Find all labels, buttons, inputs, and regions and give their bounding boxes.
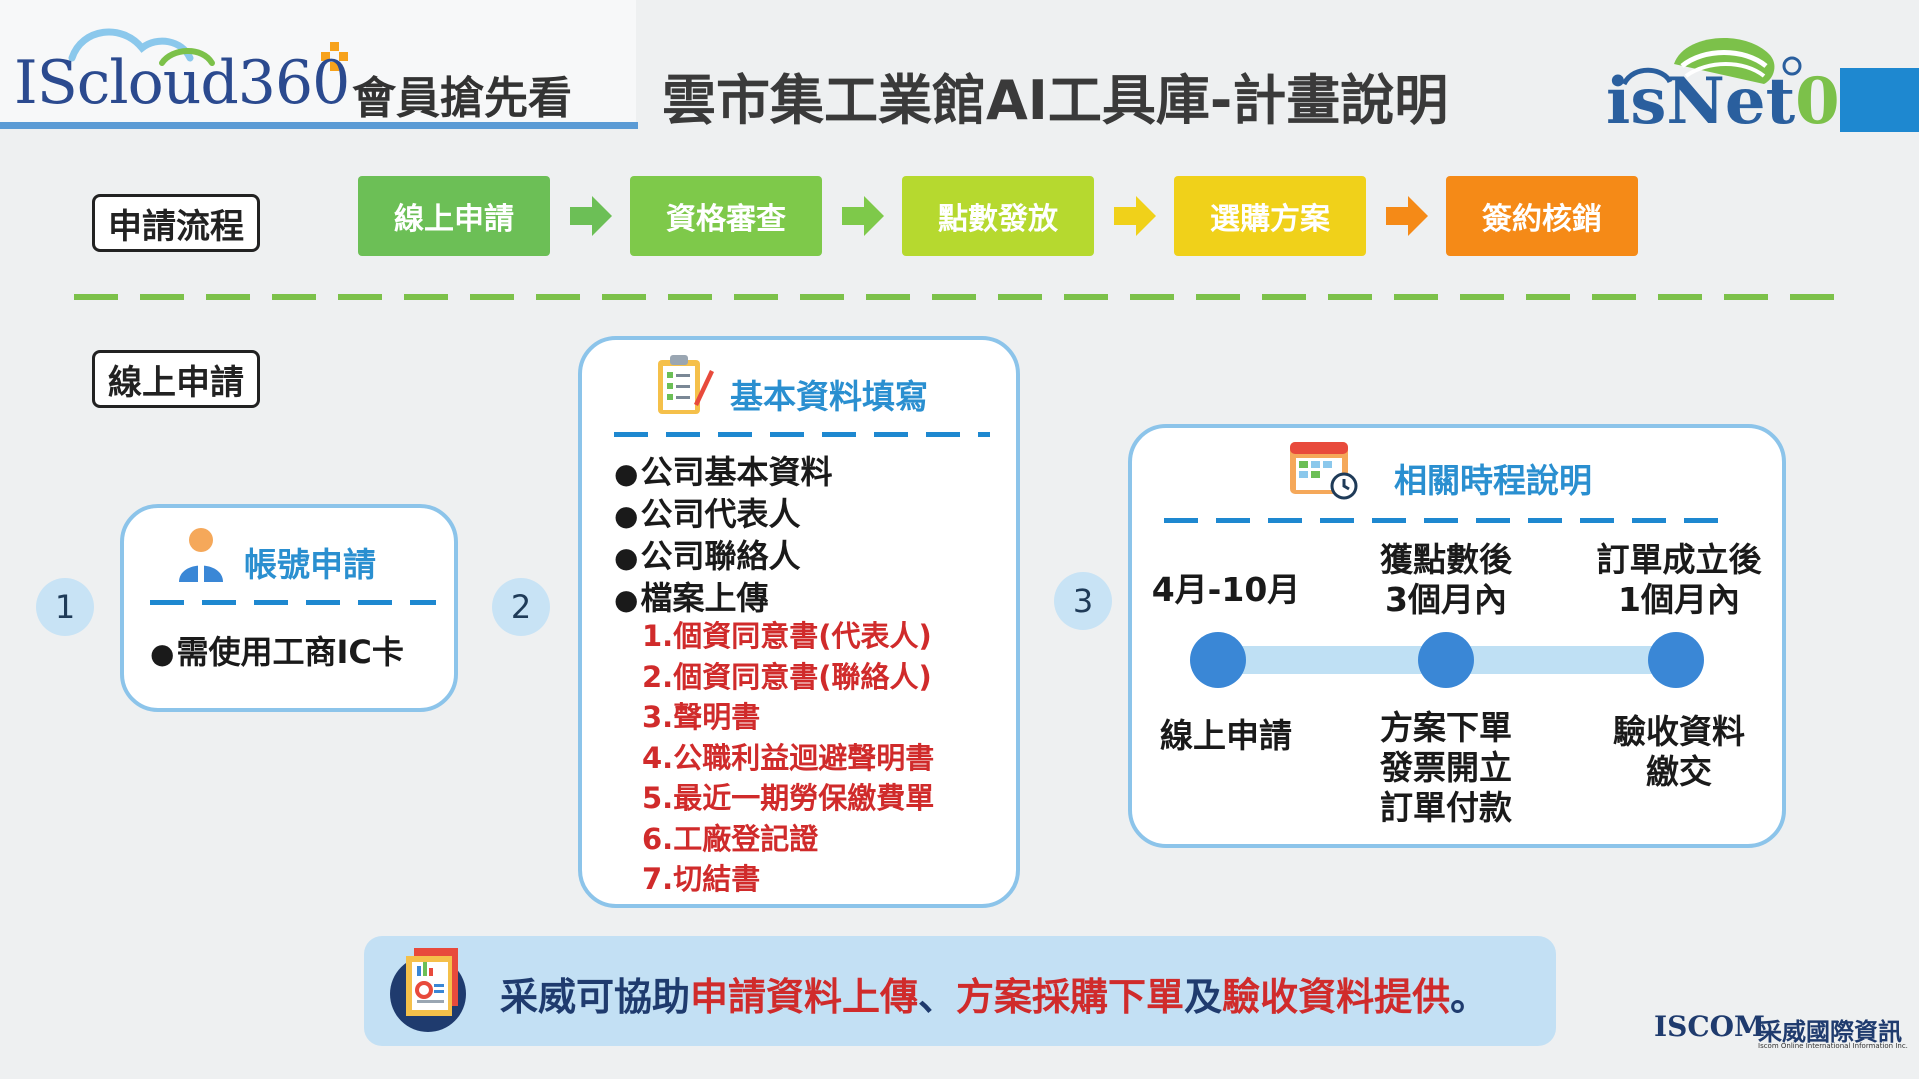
process-label: 申請流程 xyxy=(92,194,260,252)
timeline-line: 繳交 xyxy=(1646,752,1712,791)
timeline-bottom-2: 方案下單發票開立訂單付款 xyxy=(1356,708,1536,828)
timeline-bottom-1: 線上申請 xyxy=(1136,716,1316,756)
isnet-logo-text: isNet0 xyxy=(1606,64,1840,139)
process-step-1: 線上申請 xyxy=(358,176,550,256)
arrow-right-icon xyxy=(842,196,884,236)
process-step-2: 資格審查 xyxy=(630,176,822,256)
file-upload-item: 2.個資同意書(聯絡人) xyxy=(642,659,932,694)
file-upload-item: 4.公職利益迴避聲明書 xyxy=(642,740,935,775)
note-highlight-upload: 申請資料上傳 xyxy=(690,975,919,1019)
section-divider xyxy=(74,294,1840,300)
file-upload-item: 3.聲明書 xyxy=(642,700,761,734)
note-highlight-acceptance: 驗收資料提供 xyxy=(1222,975,1451,1019)
timeline-line: 3個月內 xyxy=(1385,580,1507,619)
file-upload-list: 1.個資同意書(代表人) 2.個資同意書(聯絡人) 3.聲明書 4.公職利益迴避聲明書… xyxy=(642,616,934,900)
basic-info-item: 檔案上傳 xyxy=(614,578,832,620)
account-item: 需使用工商IC卡 xyxy=(150,632,404,674)
company-name-zh: 采威國際資訊 xyxy=(1758,1018,1902,1046)
basic-info-list: 公司基本資料公司代表人公司聯絡人檔案上傳 xyxy=(614,452,832,620)
isnet-logo-icon xyxy=(1621,37,1802,86)
online-apply-label: 線上申請 xyxy=(92,350,260,408)
process-step-3: 點數發放 xyxy=(902,176,1094,256)
process-step-4: 選購方案 xyxy=(1174,176,1366,256)
note-part-2: 、 xyxy=(918,975,957,1019)
basic-info-item: 公司聯絡人 xyxy=(614,536,832,578)
user-icon xyxy=(179,528,223,582)
logo-subtitle: 會員搶先看 xyxy=(352,73,572,124)
account-divider xyxy=(150,600,436,605)
timeline-line: 驗收資料 xyxy=(1613,712,1745,751)
timeline-line: 4月-10月 xyxy=(1151,570,1301,609)
timeline-top-1: 4月-10月 xyxy=(1136,570,1316,610)
timeline-dot-3 xyxy=(1648,632,1704,688)
logo-text: IScloud360 xyxy=(14,48,350,118)
report-document-icon xyxy=(390,948,466,1032)
note-part-1: 采威可協助 xyxy=(500,975,691,1019)
timeline-bottom-3: 驗收資料繳交 xyxy=(1586,712,1772,792)
basic-info-panel xyxy=(578,336,1020,908)
iscom-logo: ISCOM xyxy=(1654,1010,1765,1043)
company-name-en: Iscom Online International Information I… xyxy=(1758,1042,1908,1050)
account-item-text: 需使用工商IC卡 xyxy=(150,633,404,671)
timeline-title: 相關時程說明 xyxy=(1394,461,1592,500)
timeline-dot-1 xyxy=(1190,632,1246,688)
basic-info-divider xyxy=(614,432,990,437)
sparkle-icon xyxy=(321,42,348,71)
note-highlight-order: 方案採購下單 xyxy=(956,975,1185,1019)
account-title: 帳號申請 xyxy=(244,545,376,584)
arrow-right-icon xyxy=(570,196,612,236)
corner-accent-bar xyxy=(1840,68,1919,132)
timeline-line: 方案下單 xyxy=(1380,708,1512,747)
timeline-line: 訂單付款 xyxy=(1380,788,1512,827)
basic-info-title: 基本資料填寫 xyxy=(730,377,928,416)
calendar-clock-icon xyxy=(1290,442,1358,500)
step-number-1: 1 xyxy=(36,578,94,636)
file-upload-item: 5.最近一期勞保繳費單 xyxy=(642,781,935,815)
page-title: 雲市集工業館AI工具庫-計畫說明 xyxy=(662,69,1449,132)
arrow-right-icon xyxy=(1386,196,1428,236)
header-underline xyxy=(0,122,638,129)
file-upload-item: 7.切結書 xyxy=(642,862,761,896)
basic-info-item: 公司基本資料 xyxy=(614,452,832,494)
timeline-line: 訂單成立後 xyxy=(1596,540,1762,579)
timeline-line: 1個月內 xyxy=(1618,580,1740,619)
timeline-line: 獲點數後 xyxy=(1380,540,1512,579)
timeline-line: 線上申請 xyxy=(1160,716,1292,755)
file-upload-item: 6.工廠登記證 xyxy=(642,821,819,856)
note-part-3: 及 xyxy=(1184,975,1223,1019)
header-band xyxy=(0,0,636,128)
note-part-4: 。 xyxy=(1450,975,1489,1019)
assist-note-banner xyxy=(364,936,1556,1046)
basic-info-item: 公司代表人 xyxy=(614,494,832,536)
step-number-3: 3 xyxy=(1054,572,1112,630)
account-panel xyxy=(120,504,458,712)
process-step-5: 簽約核銷 xyxy=(1446,176,1638,256)
assist-note-text: 采威可協助申請資料上傳、方案採購下單及驗收資料提供。 xyxy=(500,966,1488,1021)
arrow-right-icon xyxy=(1114,196,1156,236)
timeline-dot-2 xyxy=(1418,632,1474,688)
clipboard-checklist-icon xyxy=(658,355,714,414)
file-upload-item: 1.個資同意書(代表人) xyxy=(642,619,932,653)
step-number-2: 2 xyxy=(492,578,550,636)
isnet-zero: 0 xyxy=(1795,64,1840,139)
timeline-line: 發票開立 xyxy=(1380,748,1512,787)
cloud-logo-icon xyxy=(68,28,215,66)
isnet-main: isNet xyxy=(1606,64,1796,139)
timeline-divider xyxy=(1164,518,1732,523)
